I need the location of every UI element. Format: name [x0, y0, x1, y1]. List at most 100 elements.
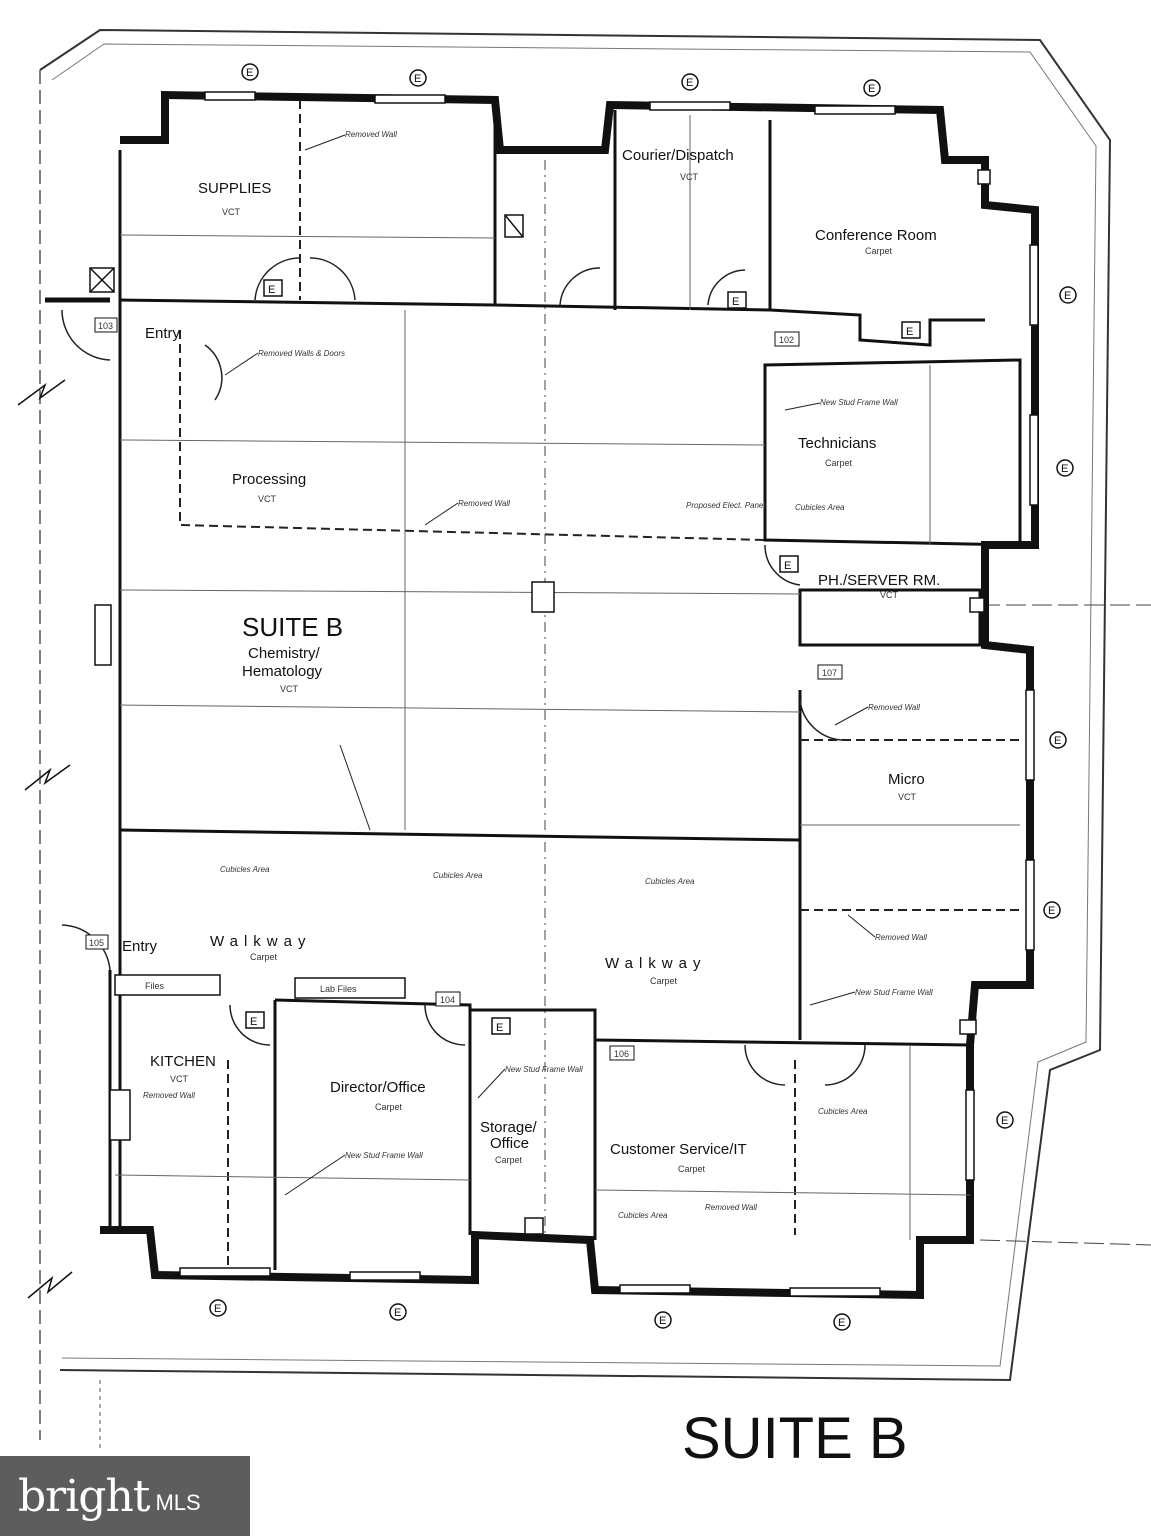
svg-text:Carpet: Carpet [250, 952, 278, 962]
room-conference: Conference Room [815, 227, 937, 244]
svg-text:Cubicles Area: Cubicles Area [618, 1211, 668, 1220]
room-phl-server: PH./SERVER RM. [818, 572, 940, 589]
door-swings [61, 257, 866, 1086]
svg-text:Carpet: Carpet [825, 458, 853, 468]
svg-text:E: E [686, 77, 693, 89]
exterior-marker-letters: E E E E E E E E E E E E E [214, 67, 1071, 1329]
room-micro: Micro [888, 771, 925, 788]
svg-text:VCT: VCT [880, 590, 899, 600]
svg-text:102: 102 [779, 335, 794, 345]
svg-text:Carpet: Carpet [678, 1164, 706, 1174]
svg-text:Carpet: Carpet [495, 1155, 523, 1165]
svg-text:E: E [214, 1303, 221, 1315]
removed-walls [179, 100, 1020, 1270]
watermark-brand: bright [18, 1470, 150, 1522]
mls-watermark: bright MLS [0, 1456, 250, 1536]
room-technicians: Technicians [798, 435, 876, 452]
svg-text:Carpet: Carpet [650, 976, 678, 986]
svg-text:107: 107 [822, 668, 837, 678]
room-walkway-right: Walkway [605, 955, 706, 972]
svg-text:Proposed Elect. Panel: Proposed Elect. Panel [686, 501, 765, 510]
room-storage: Storage/ [480, 1119, 538, 1136]
svg-text:E: E [246, 67, 253, 79]
svg-text:Removed Wall: Removed Wall [875, 933, 927, 942]
electrical-box-letters: E E E E E E [250, 284, 913, 1034]
files-label: Files [145, 981, 165, 991]
door-tag-labels: 103 102 107 105 104 106 [89, 321, 837, 1059]
svg-text:E: E [784, 560, 791, 572]
site-boundary [39, 28, 1112, 1382]
svg-text:105: 105 [89, 938, 104, 948]
suite-title-center: SUITE B [242, 612, 343, 642]
dimension-lines [114, 115, 1020, 1240]
svg-text:E: E [414, 73, 421, 85]
interior-walls [108, 100, 1022, 1270]
room-processing: Processing [232, 471, 306, 488]
svg-text:VCT: VCT [898, 792, 917, 802]
room-chemistry: Chemistry/ [248, 645, 321, 662]
grid-line-h2 [979, 1239, 1151, 1246]
svg-text:E: E [250, 1016, 257, 1028]
svg-text:104: 104 [440, 995, 455, 1005]
svg-text:E: E [1064, 290, 1071, 302]
svg-text:Removed Walls & Doors: Removed Walls & Doors [258, 349, 345, 358]
exterior-walls [100, 90, 1039, 1300]
svg-text:VCT: VCT [280, 684, 299, 694]
room-office: Office [490, 1135, 529, 1152]
svg-text:Cubicles Area: Cubicles Area [645, 877, 695, 886]
room-customer-service: Customer Service/IT [610, 1141, 747, 1158]
svg-text:Cubicles Area: Cubicles Area [433, 871, 483, 880]
annotation-notes: Removed Wall Removed Walls & Doors Remov… [143, 130, 933, 1220]
svg-text:E: E [394, 1307, 401, 1319]
svg-text:New Stud Frame Wall: New Stud Frame Wall [345, 1151, 423, 1160]
svg-text:New Stud Frame Wall: New Stud Frame Wall [505, 1065, 583, 1074]
svg-text:Removed Wall: Removed Wall [345, 130, 397, 139]
leader-lines [224, 134, 876, 1196]
svg-text:E: E [659, 1315, 666, 1327]
room-supplies: SUPPLIES [198, 180, 271, 197]
svg-text:VCT: VCT [680, 172, 699, 182]
svg-text:103: 103 [98, 321, 113, 331]
site-boundary-inner [51, 43, 1097, 1367]
plan-title: SUITE B [682, 1406, 908, 1471]
lab-files-label: Lab Files [320, 984, 357, 994]
room-labels: SUPPLIES VCT Courier/Dispatch VCT Confer… [122, 147, 940, 1174]
room-courier: Courier/Dispatch [622, 147, 734, 164]
break-lines [17, 379, 73, 1299]
room-director: Director/Office [330, 1079, 426, 1096]
svg-text:E: E [1048, 905, 1055, 917]
file-cabinets [114, 974, 406, 999]
watermark-suffix: MLS [155, 1490, 201, 1515]
column-symbols [89, 169, 991, 1235]
svg-text:Removed Wall: Removed Wall [143, 1091, 195, 1100]
exterior-markers [209, 63, 1077, 1331]
svg-text:Cubicles Area: Cubicles Area [220, 865, 270, 874]
svg-text:E: E [268, 284, 275, 296]
svg-text:E: E [1001, 1115, 1008, 1127]
door-tags [85, 317, 843, 1061]
room-entry-top: Entry [145, 325, 181, 342]
room-walkway-left: Walkway [210, 933, 311, 950]
svg-text:VCT: VCT [170, 1074, 189, 1084]
svg-text:VCT: VCT [258, 494, 277, 504]
svg-text:Removed Wall: Removed Wall [458, 499, 510, 508]
electrical-boxes [245, 279, 921, 1035]
room-hematology: Hematology [242, 663, 323, 680]
svg-text:E: E [1061, 463, 1068, 475]
svg-text:E: E [732, 296, 739, 308]
svg-text:New Stud Frame Wall: New Stud Frame Wall [820, 398, 898, 407]
svg-text:Carpet: Carpet [865, 246, 893, 256]
svg-text:Cubicles Area: Cubicles Area [818, 1107, 868, 1116]
svg-text:E: E [1054, 735, 1061, 747]
svg-text:Removed Wall: Removed Wall [868, 703, 920, 712]
svg-text:E: E [838, 1317, 845, 1329]
svg-text:New Stud Frame Wall: New Stud Frame Wall [855, 988, 933, 997]
svg-text:E: E [906, 326, 913, 338]
room-kitchen: KITCHEN [150, 1053, 216, 1070]
svg-text:Removed Wall: Removed Wall [705, 1203, 757, 1212]
room-entry-left: Entry [122, 938, 158, 955]
svg-text:Carpet: Carpet [375, 1102, 403, 1112]
svg-text:E: E [496, 1022, 503, 1034]
